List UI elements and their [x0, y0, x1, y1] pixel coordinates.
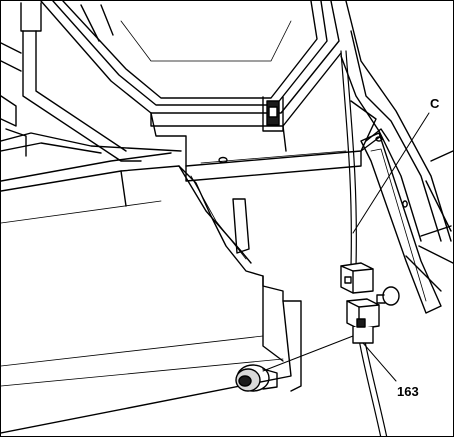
storage-tray — [40, 1, 342, 167]
round-fastener — [235, 364, 278, 392]
leader-line-fastener — [262, 335, 354, 372]
rubber-knob — [376, 286, 400, 306]
callout-163: 163 — [397, 384, 419, 399]
connector-lower — [346, 298, 380, 344]
upper-frame — [1, 2, 182, 162]
leader-line-c — [352, 112, 430, 234]
side-panel — [1, 152, 302, 434]
tray-latch — [262, 96, 284, 132]
right-bracket — [340, 1, 453, 314]
leader-line-163 — [362, 342, 397, 382]
connector-upper — [340, 262, 374, 294]
callout-c: C — [430, 96, 440, 111]
